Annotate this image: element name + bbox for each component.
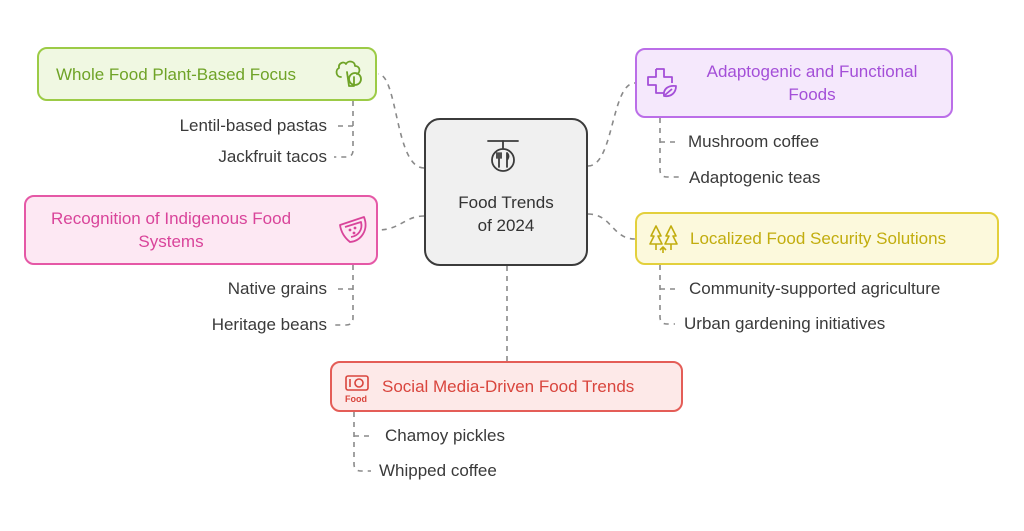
leaf-urban-gardening: Urban gardening initiatives	[684, 314, 886, 333]
branch-adaptogenic-label: Adaptogenic and Functional Foods	[682, 60, 942, 106]
leaf-jackfruit-tacos: Jackfruit tacos	[218, 147, 327, 166]
branch-whole-food-label: Whole Food Plant-Based Focus	[56, 64, 297, 84]
branch-adaptogenic-label-line2: Foods	[788, 85, 836, 104]
trees-icon	[649, 225, 678, 253]
center-label-line1: Food Trends	[458, 193, 554, 212]
leaf-community-agriculture: Community-supported agriculture	[689, 279, 941, 298]
branch-indigenous-label: Recognition of Indigenous Food Systems	[26, 207, 316, 253]
leaf-mushroom-coffee: Mushroom coffee	[688, 132, 820, 151]
food-camera-icon: Food	[345, 375, 369, 404]
watermelon-icon	[339, 216, 367, 243]
medical-cross-leaf-icon	[647, 68, 677, 98]
leaf-heritage-beans: Heritage beans	[211, 315, 327, 334]
branch-indigenous-label-line2: Systems	[138, 232, 204, 251]
food-camera-icon-text: Food	[345, 394, 367, 404]
leaf-chamoy-pickles: Chamoy pickles	[385, 426, 505, 445]
center-label: Food Trends of 2024	[458, 191, 553, 237]
branch-localized: Localized Food Security Solutions	[635, 212, 999, 265]
branch-indigenous-label-line1: Recognition of Indigenous Food	[50, 209, 292, 228]
branch-social-media-label: Social Media-Driven Food Trends	[382, 377, 635, 396]
branch-indigenous: Recognition of Indigenous Food Systems	[24, 195, 378, 265]
leaf-adaptogenic-teas: Adaptogenic teas	[689, 168, 821, 187]
branch-adaptogenic-label-line1: Adaptogenic and Functional	[706, 62, 918, 81]
branch-adaptogenic: Adaptogenic and Functional Foods	[635, 48, 953, 118]
leaf-native-grains: Native grains	[227, 279, 327, 298]
branch-social-media: Food Social Media-Driven Food Trends	[330, 361, 683, 412]
branch-localized-label: Localized Food Security Solutions	[690, 229, 947, 248]
center-node: Food Trends of 2024	[424, 118, 588, 266]
broccoli-icon	[335, 60, 362, 87]
branch-whole-food: Whole Food Plant-Based Focus	[37, 47, 377, 101]
center-label-line2: of 2024	[477, 216, 535, 235]
plate-fork-knife-icon	[487, 140, 519, 172]
leaf-whipped-coffee: Whipped coffee	[379, 461, 497, 480]
leaf-lentil-pastas: Lentil-based pastas	[179, 116, 327, 135]
